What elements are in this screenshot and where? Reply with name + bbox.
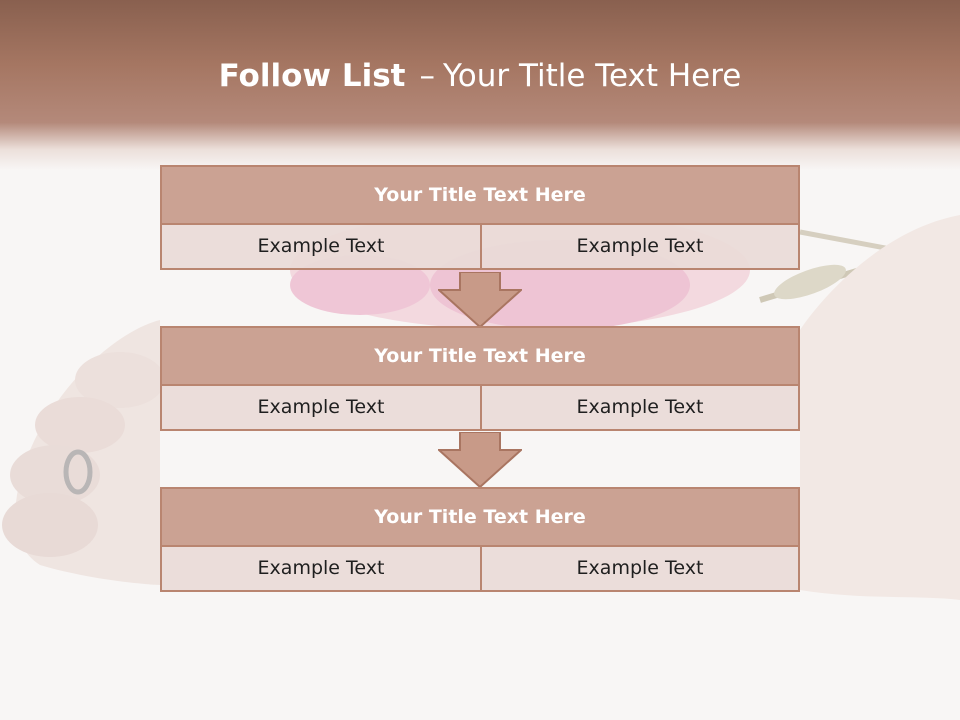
down-arrow-icon: [438, 272, 522, 328]
step-3-left-text[interactable]: Example Text: [162, 547, 482, 590]
slide-title-separator: –: [419, 58, 435, 94]
step-title-2[interactable]: Your Title Text Here: [162, 328, 798, 386]
step-3-right-text[interactable]: Example Text: [482, 547, 798, 590]
step-title-3[interactable]: Your Title Text Here: [162, 489, 798, 547]
slide-title: Follow List–Your Title Text Here: [0, 54, 960, 98]
slide-title-rest: Your Title Text Here: [442, 58, 742, 94]
step-2-left-text[interactable]: Example Text: [162, 386, 482, 429]
step-box-3: Your Title Text Here Example Text Exampl…: [160, 487, 800, 592]
foot-image: [2, 215, 960, 600]
step-box-1: Your Title Text Here Example Text Exampl…: [160, 165, 800, 270]
down-arrow-icon: [438, 432, 522, 488]
step-title-1[interactable]: Your Title Text Here: [162, 167, 798, 225]
step-1-right-text[interactable]: Example Text: [482, 225, 798, 268]
step-1-left-text[interactable]: Example Text: [162, 225, 482, 268]
slide-title-bold: Follow List: [218, 58, 406, 94]
step-2-right-text[interactable]: Example Text: [482, 386, 798, 429]
step-box-2: Your Title Text Here Example Text Exampl…: [160, 326, 800, 431]
header-band: [0, 0, 960, 170]
